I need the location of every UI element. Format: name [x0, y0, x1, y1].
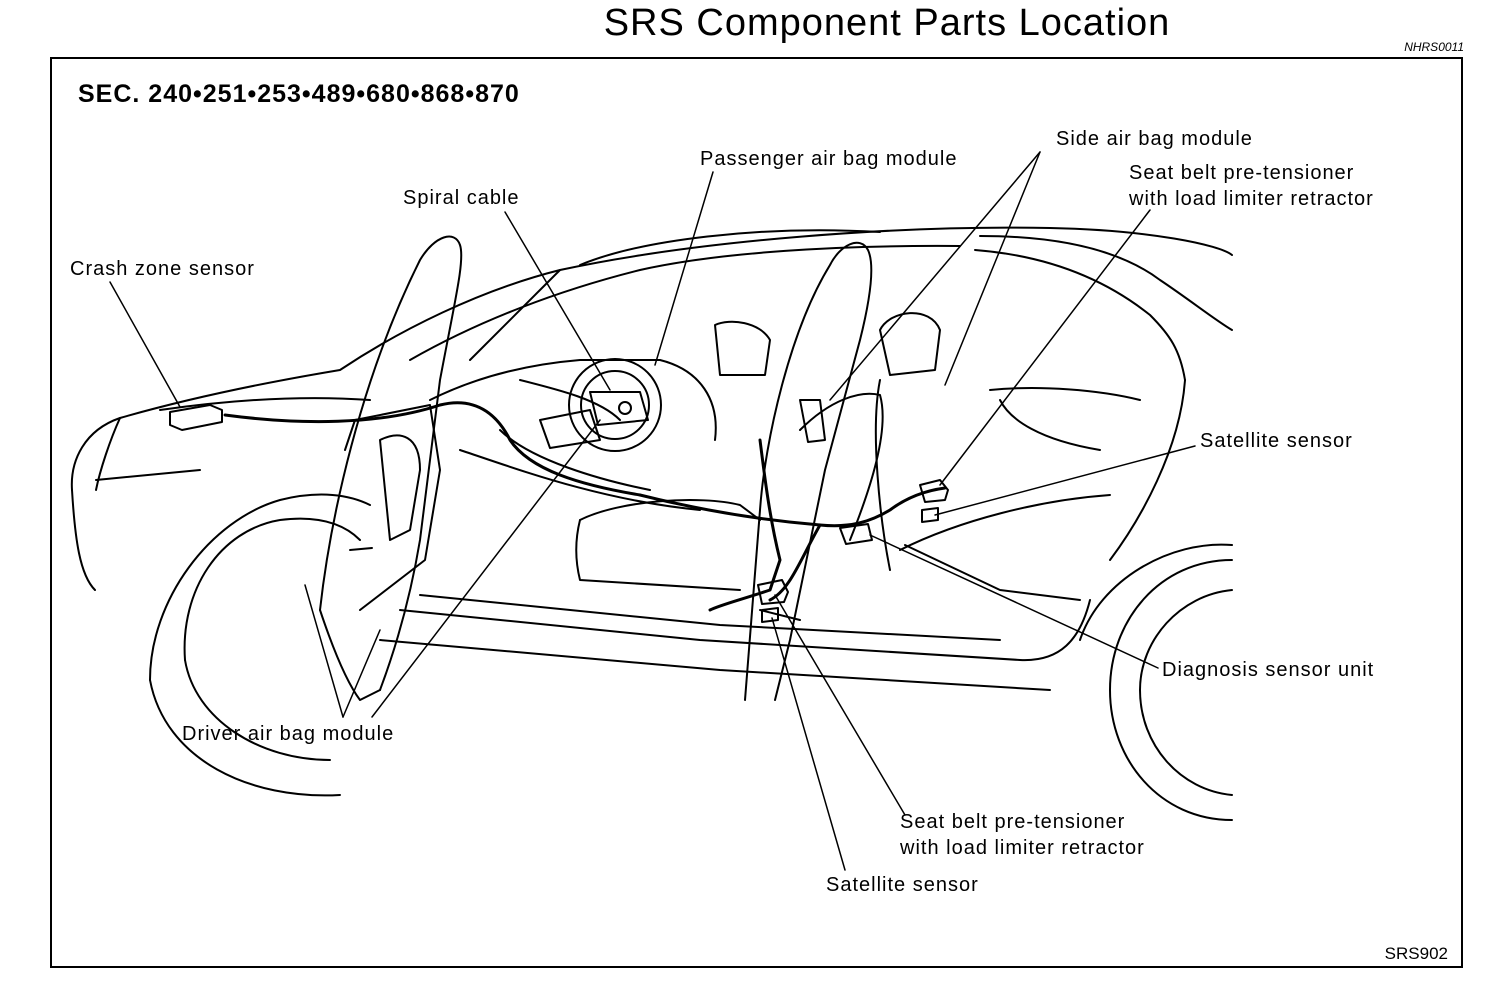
leader-lines [109, 151, 1196, 871]
label-diagnosis-sensor-unit: Diagnosis sensor unit [1162, 659, 1375, 681]
figure-frame [50, 57, 1463, 968]
rear-retractor [919, 479, 949, 523]
label-seat-belt-pretensioner-front: Seat belt pre-tensioner with load limite… [900, 809, 1145, 861]
label-passenger-air-bag-module: Passenger air bag module [700, 148, 958, 170]
label-line: with load limiter retractor [900, 837, 1145, 859]
page-title: SRS Component Parts Location [603, 2, 1171, 44]
label-crash-zone-sensor: Crash zone sensor [70, 258, 255, 280]
car-body-outline [70, 226, 1233, 691]
section-numbers: SEC. 240•251•253•489•680•868•870 [78, 80, 520, 108]
label-side-air-bag-module: Side air bag module [1056, 128, 1253, 150]
document-code: NHRS0011 [1404, 40, 1464, 54]
dashboard [429, 358, 717, 511]
label-satellite-sensor-bottom: Satellite sensor [826, 874, 979, 896]
label-line: with load limiter retractor [1129, 188, 1374, 210]
rear-door-opening [974, 249, 1186, 561]
diagnosis-unit [839, 523, 873, 545]
rear-wheel [1079, 543, 1233, 821]
figure-code: SRS902 [1384, 944, 1448, 963]
label-satellite-sensor-right: Satellite sensor [1200, 430, 1353, 452]
front-door [319, 235, 463, 701]
crash-zone-sensor [169, 404, 223, 431]
label-line: Seat belt pre-tensioner [1129, 162, 1355, 184]
label-driver-air-bag-module: Driver air bag module [182, 723, 395, 745]
b-pillar-and-seats [575, 241, 1111, 701]
front-retractor [757, 579, 789, 623]
label-line: Seat belt pre-tensioner [900, 811, 1126, 833]
wiring-harness [223, 401, 947, 612]
label-spiral-cable: Spiral cable [403, 187, 520, 209]
front-wheel [149, 493, 371, 797]
label-seat-belt-pretensioner-rear: Seat belt pre-tensioner with load limite… [1129, 160, 1374, 212]
